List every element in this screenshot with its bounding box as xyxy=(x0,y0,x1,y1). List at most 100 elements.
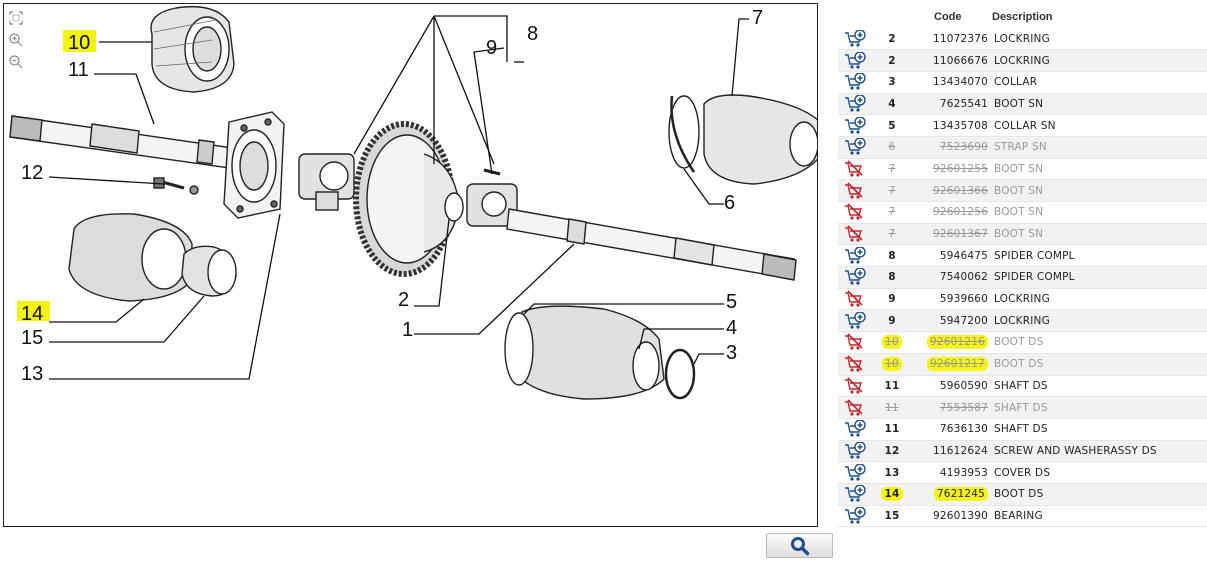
part-code-text[interactable]: 92601255 xyxy=(932,162,988,175)
part-code[interactable]: 11066676 xyxy=(912,49,992,72)
part-code[interactable]: 5947200 xyxy=(912,309,992,333)
part-code[interactable]: 7540062 xyxy=(912,266,992,289)
part-code[interactable]: 7625541 xyxy=(912,93,992,116)
part-code-text[interactable]: 4193953 xyxy=(939,466,988,479)
part-code[interactable]: 92601216 xyxy=(912,331,992,354)
part-code-text[interactable]: 92601217 xyxy=(926,357,988,372)
part-code[interactable]: 92601367 xyxy=(912,223,992,246)
part-code[interactable]: 5946475 xyxy=(912,244,992,268)
part-code-text[interactable]: 92601367 xyxy=(932,228,988,241)
part-code-text[interactable]: 5946475 xyxy=(939,249,988,262)
callout-2[interactable]: 2 xyxy=(398,289,409,311)
part-code[interactable]: 11612624 xyxy=(912,440,992,463)
add-to-cart-icon[interactable] xyxy=(844,311,866,329)
callout-11[interactable]: 11 xyxy=(68,59,89,81)
search-button[interactable] xyxy=(766,533,833,558)
add-to-cart-icon[interactable] xyxy=(844,268,866,286)
callout-14[interactable]: 14 xyxy=(21,303,43,325)
callout-9[interactable]: 9 xyxy=(486,37,497,59)
callout-6[interactable]: 6 xyxy=(724,192,735,214)
part-code-text[interactable]: 92601216 xyxy=(926,335,988,350)
add-to-cart-icon[interactable] xyxy=(844,73,866,90)
part-code-text[interactable]: 11072376 xyxy=(932,32,988,45)
add-to-cart-icon[interactable] xyxy=(844,420,866,437)
part-code-text[interactable]: 5947200 xyxy=(939,314,988,327)
part-code-text[interactable]: 5939660 xyxy=(939,293,988,306)
zoom-out-icon[interactable] xyxy=(8,54,24,70)
part-code-text[interactable]: 5960590 xyxy=(939,379,988,392)
part-code-text[interactable]: 7621245 xyxy=(933,487,988,502)
part-code-text[interactable]: 92601256 xyxy=(932,206,988,219)
add-to-cart-icon[interactable] xyxy=(844,441,866,459)
part-code[interactable]: 7523690 xyxy=(912,136,992,159)
part-code[interactable]: 11072376 xyxy=(912,28,992,51)
callout-15[interactable]: 15 xyxy=(21,327,43,349)
part-code-text[interactable]: 92601366 xyxy=(932,184,988,197)
part-code[interactable]: 7636130 xyxy=(912,418,992,441)
part-code[interactable]: 92601390 xyxy=(912,505,992,528)
part-code-text[interactable]: 92601390 xyxy=(932,509,988,522)
add-to-cart-icon[interactable] xyxy=(844,485,866,502)
add-to-cart-icon[interactable] xyxy=(844,29,866,47)
fit-icon[interactable] xyxy=(8,10,24,26)
part-code[interactable]: 4193953 xyxy=(912,461,992,484)
part-code[interactable]: 92601366 xyxy=(912,179,992,202)
add-to-cart-icon[interactable] xyxy=(844,506,866,524)
part-code[interactable]: 5960590 xyxy=(912,375,992,398)
part-code[interactable]: 7553587 xyxy=(912,396,992,419)
callout-4[interactable]: 4 xyxy=(726,317,737,339)
part-code[interactable]: 13435708 xyxy=(912,114,992,137)
callout-10[interactable]: 10 xyxy=(68,32,90,54)
part-code-text[interactable]: 7540062 xyxy=(939,271,988,284)
add-to-cart-icon[interactable] xyxy=(844,94,866,112)
part-code[interactable]: 13434070 xyxy=(912,71,992,94)
callout-1[interactable]: 1 xyxy=(402,319,413,341)
add-to-cart-icon[interactable] xyxy=(844,51,866,69)
callout-3[interactable]: 3 xyxy=(726,342,737,364)
part-code-text[interactable]: 11066676 xyxy=(932,54,988,67)
part-code[interactable]: 92601255 xyxy=(912,158,992,181)
part-code-text[interactable]: 7625541 xyxy=(939,97,988,110)
callout-5[interactable]: 5 xyxy=(726,291,737,313)
part-code[interactable]: 5939660 xyxy=(912,288,992,311)
part-code-text[interactable]: 13435708 xyxy=(932,119,988,132)
callout-13[interactable]: 13 xyxy=(21,363,43,385)
part-code[interactable]: 92601256 xyxy=(912,201,992,224)
part-code[interactable]: 92601217 xyxy=(912,353,992,376)
callout-7[interactable]: 7 xyxy=(752,7,763,29)
part-code[interactable]: 7621245 xyxy=(912,483,992,506)
part-code-text[interactable]: 13434070 xyxy=(932,76,988,89)
callout-12[interactable]: 12 xyxy=(21,162,43,184)
add-to-cart-icon[interactable] xyxy=(844,463,866,481)
add-to-cart-icon[interactable] xyxy=(844,138,866,155)
add-to-cart-icon[interactable] xyxy=(844,116,866,134)
part-code-text[interactable]: 11612624 xyxy=(932,444,988,457)
zoom-in-icon[interactable] xyxy=(8,32,24,48)
callout-8[interactable]: 8 xyxy=(527,23,538,45)
add-to-cart-icon[interactable] xyxy=(844,246,866,264)
part-code-text[interactable]: 7553587 xyxy=(939,401,988,414)
part-code-text[interactable]: 7636130 xyxy=(939,423,988,436)
